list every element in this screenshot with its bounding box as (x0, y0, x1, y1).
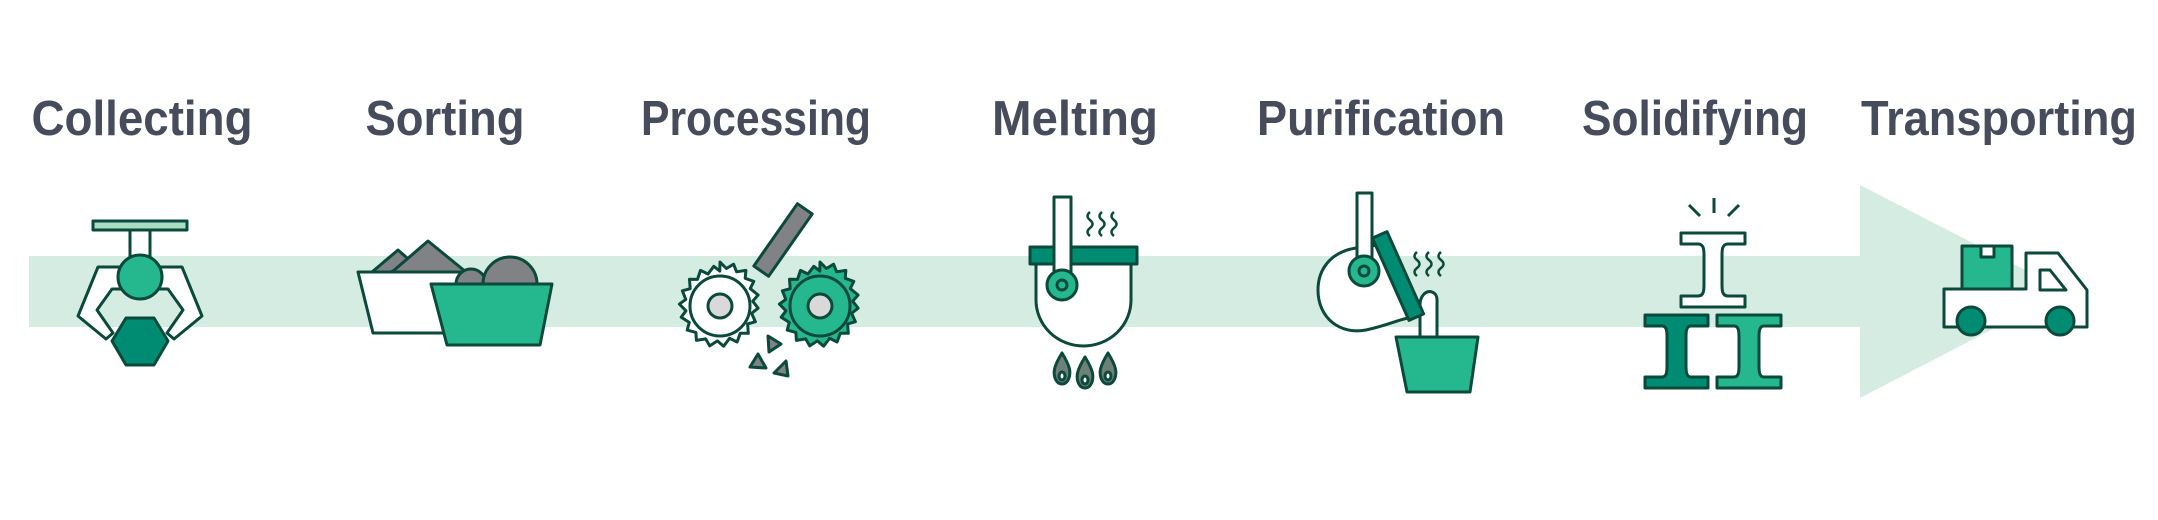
step-label-melting: Melting (992, 92, 1158, 146)
steel-beams-icon (1643, 198, 1783, 390)
step-label-collecting: Collecting (32, 92, 253, 146)
step-label-sorting: Sorting (366, 92, 525, 146)
steam-icon (1086, 211, 1118, 237)
steam-icon (1413, 251, 1445, 277)
step-label-processing: Processing (641, 92, 871, 146)
pouring-ladle-icon (1316, 191, 1480, 394)
truck-icon (1942, 244, 2089, 337)
shredder-gears-icon (677, 202, 860, 378)
step-label-transporting: Transporting (1861, 92, 2137, 146)
step-labels: Collecting Sorting Processing Melting Pu… (32, 92, 2138, 146)
gear-right-icon (777, 260, 860, 348)
sorting-bins-icon (356, 239, 554, 347)
sparks-icon (1687, 198, 1741, 218)
robotic-claw-icon (76, 219, 204, 367)
melting-pot-icon (1028, 195, 1139, 390)
step-label-solidifying: Solidifying (1582, 92, 1808, 146)
debris-icon (748, 334, 790, 378)
arrow-shaft (29, 256, 1861, 327)
step-label-purification: Purification (1257, 92, 1505, 146)
flame-icon (1052, 351, 1118, 390)
gear-left-icon (677, 260, 760, 348)
